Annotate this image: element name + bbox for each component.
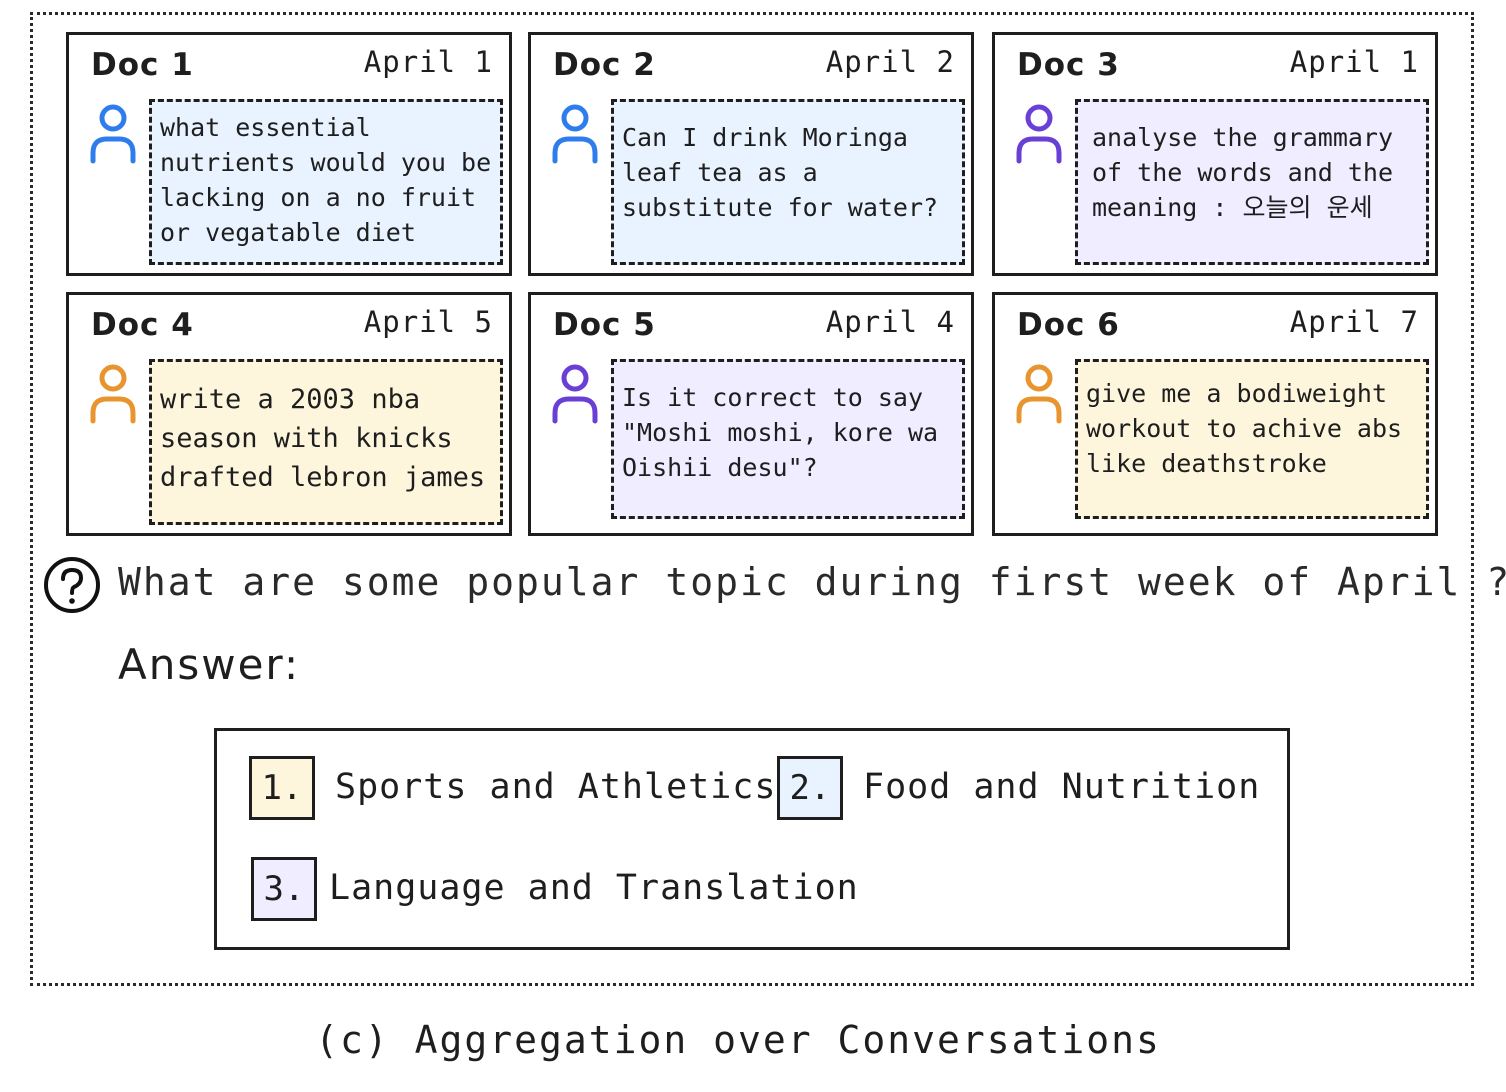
answer-number: 2. <box>777 756 843 820</box>
doc-message: Is it correct to say "Moshi moshi, kore … <box>611 359 965 519</box>
person-icon <box>1015 103 1063 165</box>
doc-card-5: Doc 5 April 4 Is it correct to say "Mosh… <box>528 292 974 536</box>
doc-title: Doc 2 <box>553 47 656 83</box>
answer-label: Answer: <box>118 640 301 689</box>
answer-box: 1. Sports and Athletics 2. Food and Nutr… <box>214 728 1290 950</box>
doc-card-4: Doc 4 April 5 write a 2003 nba season wi… <box>66 292 512 536</box>
doc-card-3: Doc 3 April 1 analyse the grammary of th… <box>992 32 1438 276</box>
answer-topic: Language and Translation <box>329 868 859 908</box>
doc-date: April 4 <box>825 305 955 339</box>
doc-date: April 1 <box>363 45 493 79</box>
doc-message: what essential nutrients would you be la… <box>149 99 503 265</box>
question-circle-icon <box>44 557 100 613</box>
doc-title: Doc 6 <box>1017 307 1120 343</box>
answer-number: 3. <box>251 857 317 921</box>
doc-date: April 5 <box>363 305 493 339</box>
doc-message: write a 2003 nba season with knicks draf… <box>149 359 503 525</box>
person-icon <box>551 363 599 425</box>
doc-card-6: Doc 6 April 7 give me a bodiweight worko… <box>992 292 1438 536</box>
doc-title: Doc 5 <box>553 307 656 343</box>
doc-card-1: Doc 1 April 1 what essential nutrients w… <box>66 32 512 276</box>
doc-title: Doc 3 <box>1017 47 1120 83</box>
person-icon <box>89 363 137 425</box>
doc-title: Doc 1 <box>91 47 194 83</box>
doc-date: April 1 <box>1289 45 1419 79</box>
doc-date: April 2 <box>825 45 955 79</box>
person-icon <box>551 103 599 165</box>
figure-caption: (c) Aggregation over Conversations <box>315 1018 1161 1062</box>
doc-message: analyse the grammary of the words and th… <box>1075 99 1429 265</box>
question-text: What are some popular topic during first… <box>118 560 1506 604</box>
person-icon <box>1015 363 1063 425</box>
person-icon <box>89 103 137 165</box>
doc-message: Can I drink Moringa leaf tea as a substi… <box>611 99 965 265</box>
answer-number: 1. <box>249 756 315 820</box>
doc-card-2: Doc 2 April 2 Can I drink Moringa leaf t… <box>528 32 974 276</box>
outer-frame <box>30 12 1474 986</box>
doc-message: give me a bodiweight workout to achive a… <box>1075 359 1429 519</box>
question-row: What are some popular topic during first… <box>40 552 1506 622</box>
doc-date: April 7 <box>1289 305 1419 339</box>
doc-title: Doc 4 <box>91 307 194 343</box>
answer-topic: Sports and Athletics <box>335 767 777 807</box>
answer-topic: Food and Nutrition <box>863 767 1261 807</box>
